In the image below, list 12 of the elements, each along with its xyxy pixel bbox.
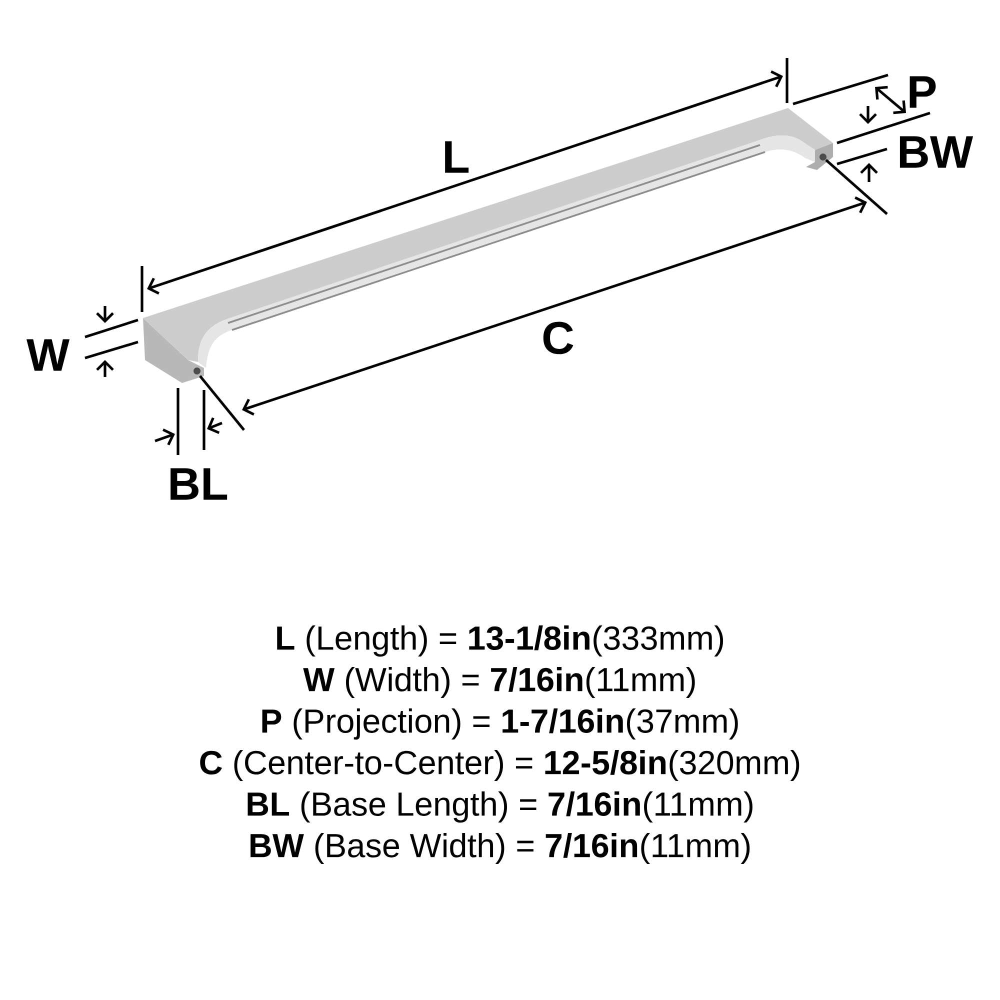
spec-line: C (Center-to-Center) = 12-5/8in(320mm) <box>200 750 800 782</box>
spec-line: BL (Base Length) = 7/16in(11mm) <box>248 791 752 823</box>
spec-line: L (Length) = 13-1/8in(333mm) <box>277 625 724 657</box>
dimension-label: BL <box>170 468 228 500</box>
dimension-label: W <box>26 339 70 371</box>
spec-line: P (Projection) = 1-7/16in(37mm) <box>262 708 738 740</box>
dimension-label: BW <box>900 136 974 168</box>
spec-line: W (Width) = 7/16in(11mm) <box>303 666 695 698</box>
dimension-label: L <box>445 141 469 173</box>
spec-line: BW (Base Width) = 7/16in(11mm) <box>250 832 750 864</box>
dimension-label: C <box>543 322 574 354</box>
dimension-label: P <box>910 76 936 108</box>
